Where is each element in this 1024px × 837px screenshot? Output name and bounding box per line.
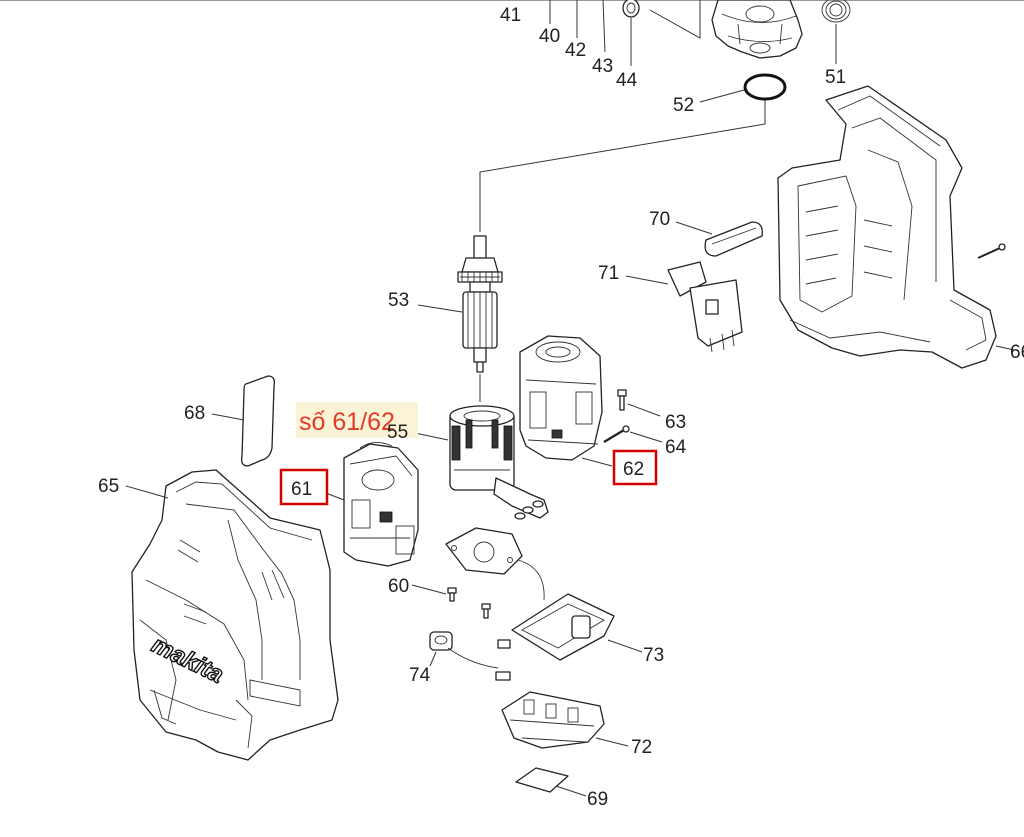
highlight-box-62 [612, 449, 658, 486]
label-61: 61 [291, 479, 312, 500]
label-51: 51 [825, 67, 846, 88]
label-52: 52 [673, 95, 694, 116]
label-66: 66 [1010, 342, 1024, 363]
screw-60-part [447, 587, 491, 619]
highlight-box-61 [279, 468, 329, 506]
label-43: 43 [592, 56, 613, 77]
label-plate-68-part [240, 375, 276, 467]
terminal-72-part [501, 691, 605, 749]
field-55-part [449, 405, 549, 520]
top-parts [549, 0, 851, 66]
label-69: 69 [587, 789, 608, 810]
sensor-74-part [429, 631, 511, 681]
switch-cover-70-part [704, 221, 763, 257]
label-65: 65 [98, 476, 119, 497]
label-55: 55 [387, 422, 408, 443]
label-74: 74 [409, 665, 431, 686]
label-70: 70 [649, 209, 670, 230]
armature-53-part [457, 235, 503, 373]
label-53: 53 [388, 290, 409, 311]
label-72: 72 [631, 737, 652, 758]
label-40: 40 [539, 26, 560, 47]
top-border [0, 0, 1024, 1]
label-64: 64 [665, 437, 687, 458]
label-42: 42 [565, 40, 586, 61]
gear-housing-part [711, 0, 803, 59]
baffle-61-part [343, 442, 419, 567]
spring-51-part [821, 0, 851, 23]
baffle-62-part [519, 335, 603, 461]
o-ring-52-part [743, 73, 787, 101]
washer-44-part [622, 0, 640, 18]
housing-65-part [131, 469, 339, 761]
annotation-background [296, 402, 418, 438]
label-60: 60 [388, 576, 409, 597]
annotation-text: số 61/62 [299, 408, 395, 436]
screw-64-part [603, 425, 630, 444]
label-44: 44 [616, 70, 638, 91]
label-73: 73 [643, 645, 664, 666]
insulator-69-part [515, 767, 569, 793]
label-68: 68 [184, 403, 205, 424]
label-62: 62 [623, 459, 644, 480]
motor-housing-66-part [777, 85, 997, 369]
label-41: 41 [500, 5, 521, 26]
label-63: 63 [665, 412, 686, 433]
controller-73-part [445, 527, 615, 661]
switch-71-part [667, 261, 743, 353]
label-71: 71 [598, 263, 619, 284]
screw-66-part [977, 243, 1006, 259]
screw-63-part [617, 389, 627, 411]
